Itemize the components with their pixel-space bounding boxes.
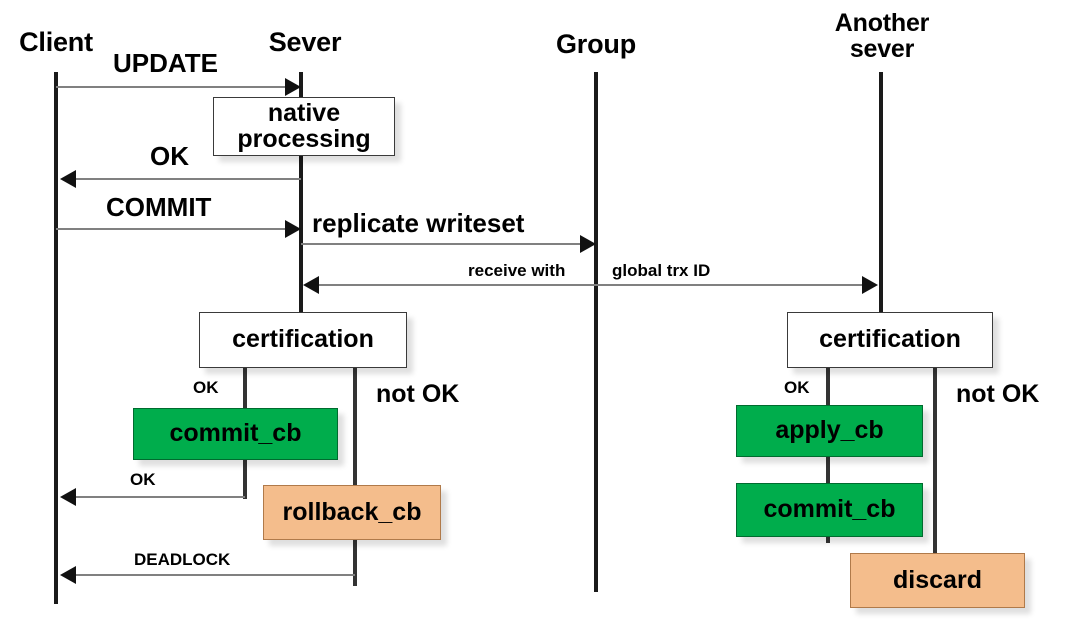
process-box-discard: discard xyxy=(850,553,1025,608)
message-line-receive-with xyxy=(316,284,596,286)
branch-label-right-ok: OK xyxy=(784,378,810,397)
actor-header-group: Group xyxy=(556,29,636,59)
message-arrowhead-global-trx-id xyxy=(862,276,878,294)
actor-header-server: Sever xyxy=(268,27,342,57)
process-box-commit-cb-right: commit_cb xyxy=(736,483,923,537)
message-label-ok-native: OK xyxy=(150,141,189,171)
message-arrowhead-replicate-writeset xyxy=(580,235,596,253)
lifeline-another-sever xyxy=(879,72,883,313)
lifeline-group xyxy=(594,72,598,592)
actor-header-client: Client xyxy=(19,27,93,57)
message-line-global-trx-id xyxy=(596,284,866,286)
message-line-replicate-writeset xyxy=(301,243,583,245)
message-line-ok-commit xyxy=(66,496,245,498)
branch-label-right-not-ok: not OK xyxy=(956,380,1040,408)
message-label-update: UPDATE xyxy=(113,48,218,78)
process-box-certification-left: certification xyxy=(199,312,407,368)
message-line-ok-native xyxy=(66,178,301,180)
lifeline-server-branch-not-ok xyxy=(353,367,357,586)
message-label-deadlock: DEADLOCK xyxy=(134,550,231,569)
lifeline-another-branch-not-ok xyxy=(933,367,937,601)
process-box-commit-cb-left: commit_cb xyxy=(133,408,338,460)
message-line-deadlock xyxy=(66,574,355,576)
message-arrowhead-deadlock xyxy=(60,566,76,584)
message-arrowhead-receive-with xyxy=(303,276,319,294)
message-arrowhead-ok-commit xyxy=(60,488,76,506)
message-label-global-trx-id: global trx ID xyxy=(612,261,711,280)
lifeline-server xyxy=(299,72,303,313)
message-label-ok-commit: OK xyxy=(130,470,156,489)
message-line-update xyxy=(56,86,288,88)
process-box-apply-cb: apply_cb xyxy=(736,405,923,457)
message-label-commit: COMMIT xyxy=(106,192,212,222)
message-label-receive-with: receive with xyxy=(468,261,566,280)
message-arrowhead-update xyxy=(285,78,301,96)
message-arrowhead-commit xyxy=(285,220,301,238)
lifeline-client xyxy=(54,72,58,604)
message-line-commit xyxy=(56,228,288,230)
branch-label-left-not-ok: not OK xyxy=(376,380,460,408)
actor-header-another-sever: Another sever xyxy=(834,9,930,64)
message-arrowhead-ok-native xyxy=(60,170,76,188)
branch-label-left-ok: OK xyxy=(193,378,219,397)
process-box-rollback-cb: rollback_cb xyxy=(263,485,441,540)
process-box-native-processing: native processing xyxy=(213,97,395,156)
message-label-replicate-writeset: replicate writeset xyxy=(312,208,525,238)
process-box-certification-right: certification xyxy=(787,312,993,368)
